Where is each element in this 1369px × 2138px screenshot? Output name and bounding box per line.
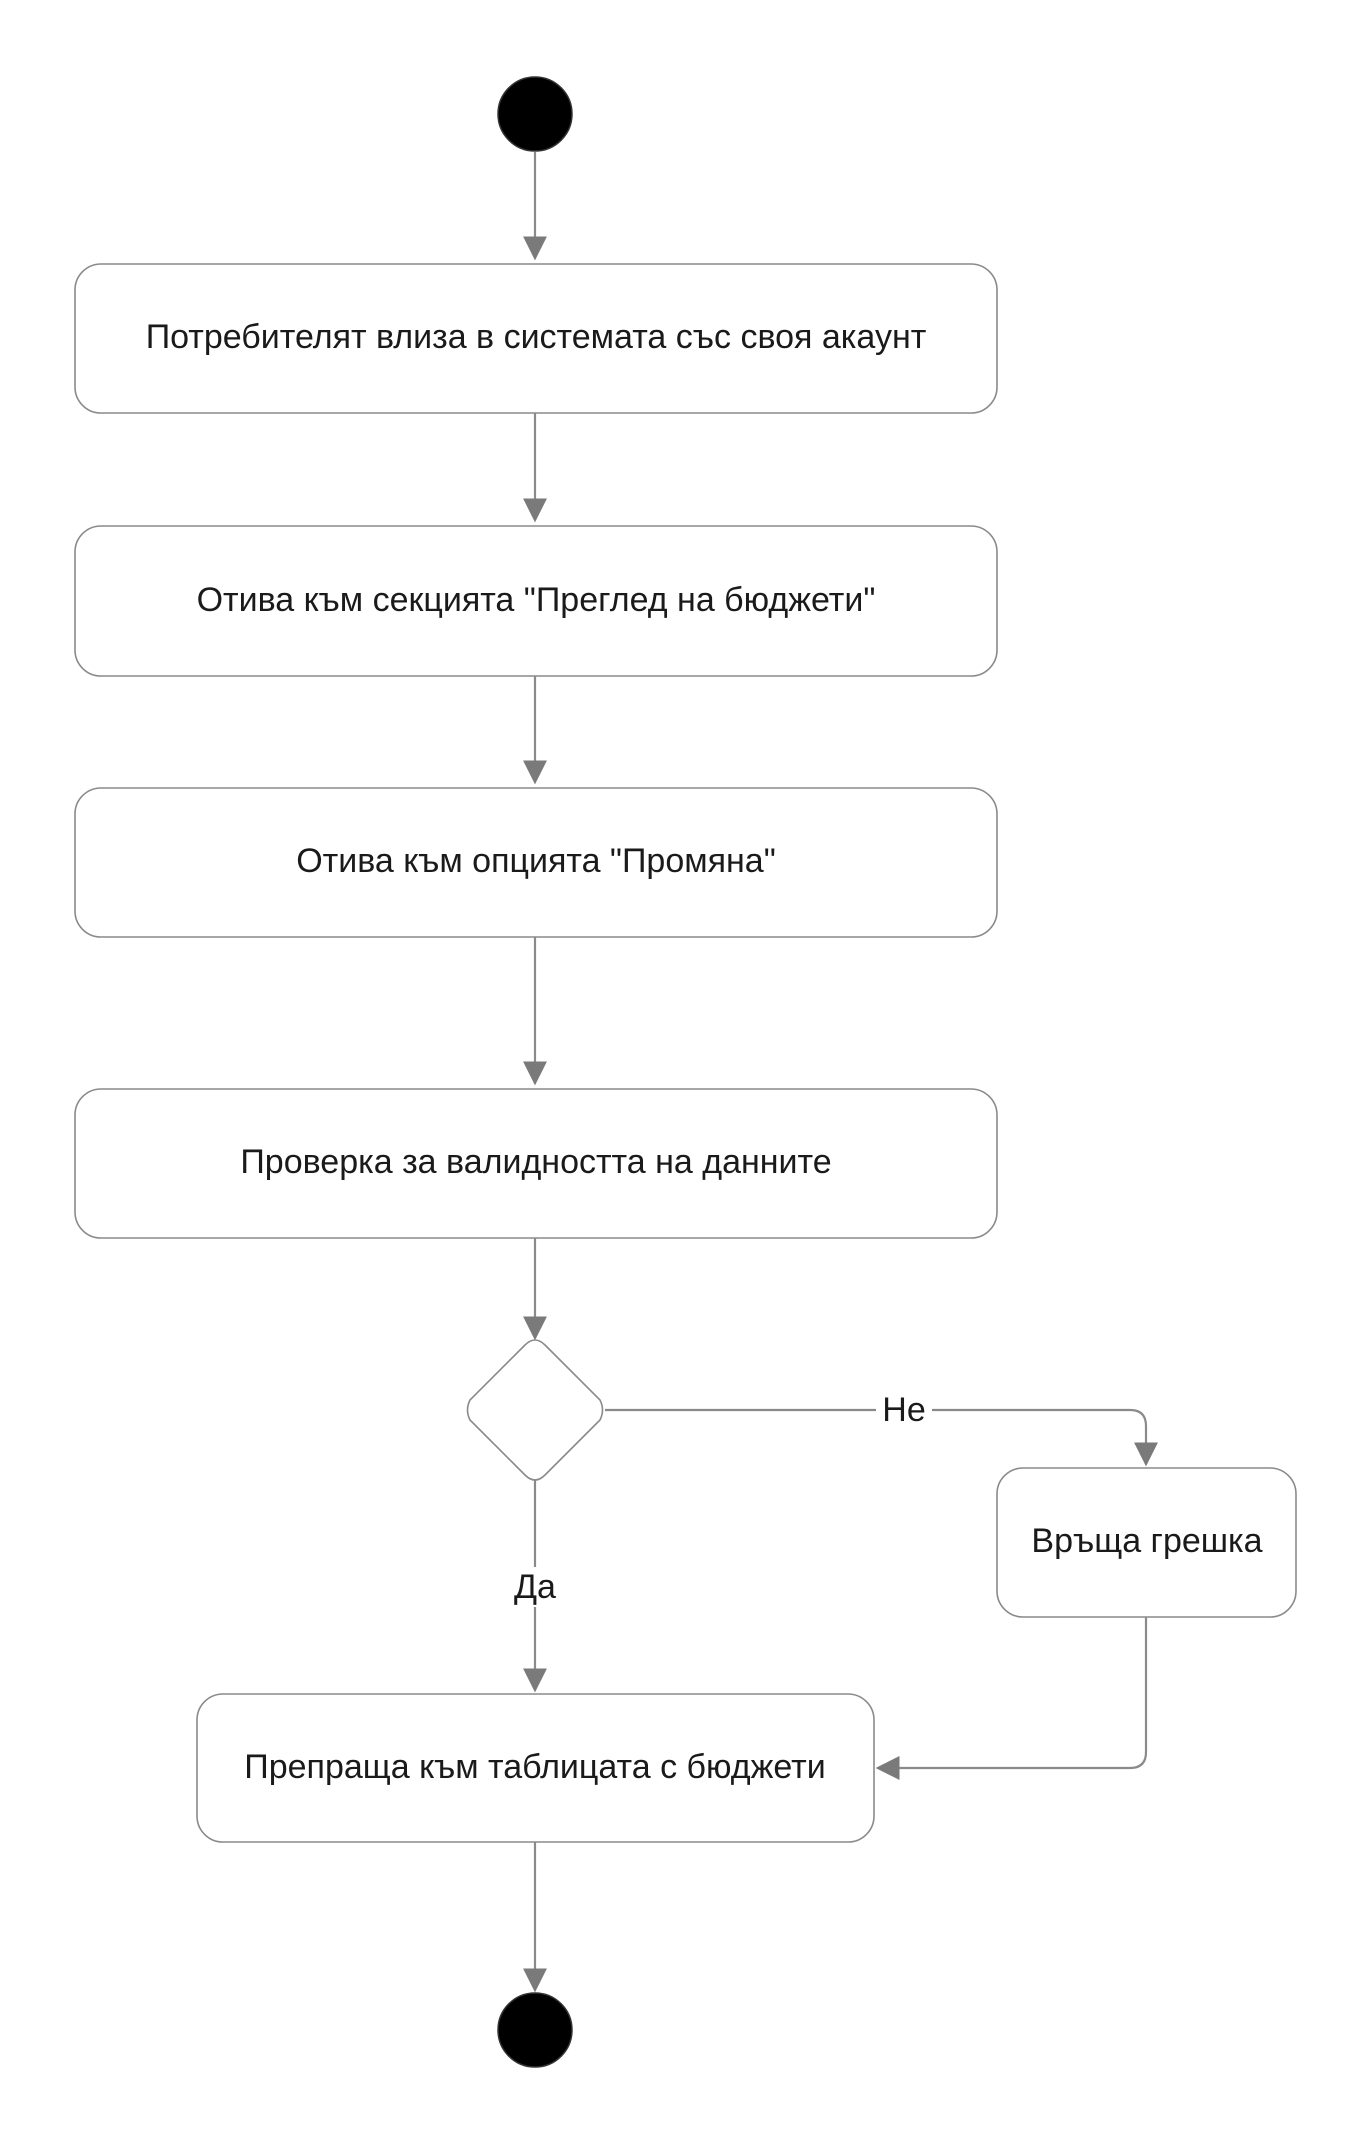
- activity-result: Препраща към таблицата с бюджети: [196, 1693, 875, 1843]
- activity-step1: Потребителят влиза в системата със своя …: [74, 263, 998, 414]
- edge-label-no: Не: [882, 1391, 925, 1429]
- activity-step1-label: Потребителят влиза в системата със своя …: [146, 318, 927, 356]
- activity-error-label: Връща грешка: [1031, 1522, 1262, 1560]
- edge-label-yes: Да: [514, 1568, 556, 1606]
- activity-step4: Проверка за валидността на данните: [74, 1088, 998, 1239]
- edge-error-to-result: [875, 1617, 1148, 1780]
- start-node: [497, 76, 573, 152]
- end-node: [497, 1992, 573, 2068]
- decision-node: [466, 1339, 604, 1481]
- activity-result-label: Препраща към таблицата с бюджети: [244, 1748, 825, 1786]
- edge-label-yes-bg: [504, 1567, 566, 1607]
- activity-step2: Отива към секцията "Преглед на бюджети": [74, 525, 998, 677]
- activity-step2-label: Отива към секцията "Преглед на бюджети": [197, 581, 876, 619]
- activity-step4-label: Проверка за валидността на данните: [240, 1143, 831, 1181]
- edge-decision-no: [605, 1408, 1158, 1467]
- activity-error: Връща грешка: [996, 1467, 1297, 1618]
- activity-step3-label: Отива към опцията "Промяна": [296, 842, 776, 880]
- edge-label-no-bg: [876, 1390, 932, 1430]
- activity-step3: Отива към опцията "Промяна": [74, 787, 998, 938]
